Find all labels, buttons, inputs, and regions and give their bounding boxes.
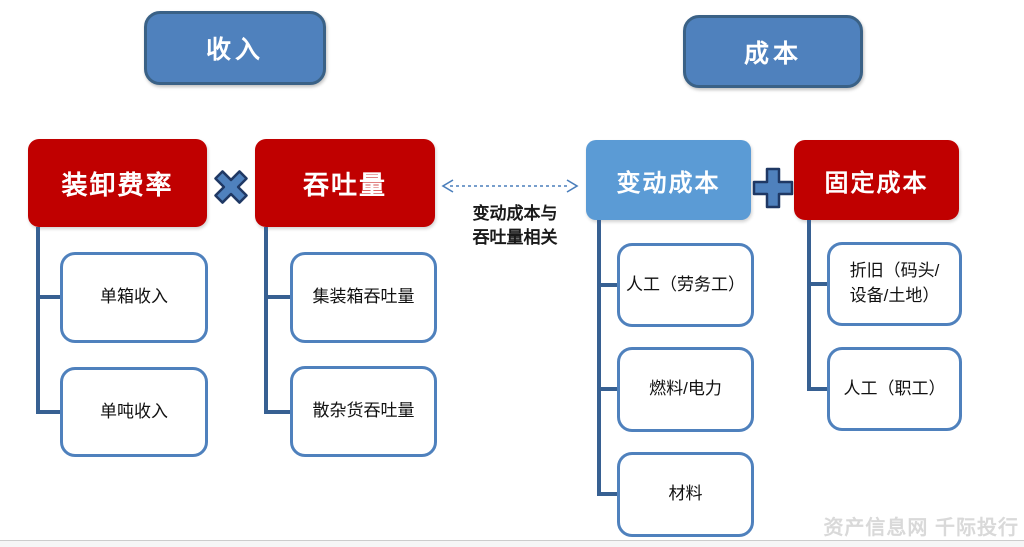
connector-line — [264, 410, 290, 414]
revenue-header-label: 收入 — [205, 36, 264, 64]
connector-line — [807, 282, 827, 286]
labor-staff-box: 人工（职工） — [827, 347, 962, 431]
cost-header-box: 成本 — [683, 15, 863, 88]
depreciation-label: 折旧（码头/ 设备/土地） — [849, 261, 940, 305]
connector-line — [264, 227, 268, 414]
footer-strip — [0, 541, 1024, 547]
handling-rate-box: 装卸费率 — [28, 139, 207, 227]
per-ton-revenue-box: 单吨收入 — [60, 367, 208, 457]
bulk-cargo-throughput-box: 散杂货吞吐量 — [290, 366, 437, 457]
container-throughput-label: 集装箱吞吐量 — [312, 287, 415, 307]
bulk-cargo-throughput-label: 散杂货吞吐量 — [312, 401, 415, 421]
connector-line — [807, 220, 811, 391]
labor-contract-workers-box: 人工（劳务工） — [617, 243, 754, 327]
connector-line — [36, 295, 60, 299]
handling-rate-label: 装卸费率 — [61, 169, 174, 200]
throughput-label: 吞吐量 — [302, 169, 387, 200]
connector-line — [597, 492, 617, 496]
fuel-electricity-label: 燃料/电力 — [649, 379, 722, 399]
materials-label: 材料 — [668, 484, 703, 504]
depreciation-box: 折旧（码头/ 设备/土地） — [827, 242, 962, 326]
revenue-header-box: 收入 — [144, 11, 326, 85]
multiply-icon — [209, 165, 253, 214]
connector-line — [36, 410, 60, 414]
plus-icon — [751, 163, 795, 214]
watermark-text: 资产信息网 千际投行 — [823, 517, 1019, 539]
connector-line — [597, 283, 617, 287]
per-box-revenue-box: 单箱收入 — [60, 252, 208, 343]
fixed-cost-label: 固定成本 — [824, 169, 929, 197]
labor-staff-label: 人工（职工） — [843, 378, 946, 398]
fixed-cost-box: 固定成本 — [794, 140, 959, 220]
connector-line — [36, 227, 40, 414]
relation-annotation: 变动成本与 吞吐量相关 — [472, 204, 558, 247]
variable-cost-box: 变动成本 — [586, 140, 751, 220]
connector-line — [807, 387, 827, 391]
connector-line — [597, 387, 617, 391]
connector-line — [264, 295, 290, 299]
container-throughput-box: 集装箱吞吐量 — [290, 252, 437, 343]
fuel-electricity-box: 燃料/电力 — [617, 347, 754, 432]
cost-header-label: 成本 — [743, 39, 802, 68]
labor-contract-workers-label: 人工（劳务工） — [626, 274, 745, 294]
per-box-revenue-label: 单箱收入 — [100, 287, 168, 307]
throughput-box: 吞吐量 — [255, 139, 435, 227]
materials-box: 材料 — [617, 452, 754, 537]
footer-divider — [0, 540, 1024, 541]
variable-cost-label: 变动成本 — [616, 169, 721, 197]
connector-line — [597, 220, 601, 496]
double-headed-dashed-arrow-icon — [440, 178, 580, 199]
per-ton-revenue-label: 单吨收入 — [100, 401, 168, 421]
